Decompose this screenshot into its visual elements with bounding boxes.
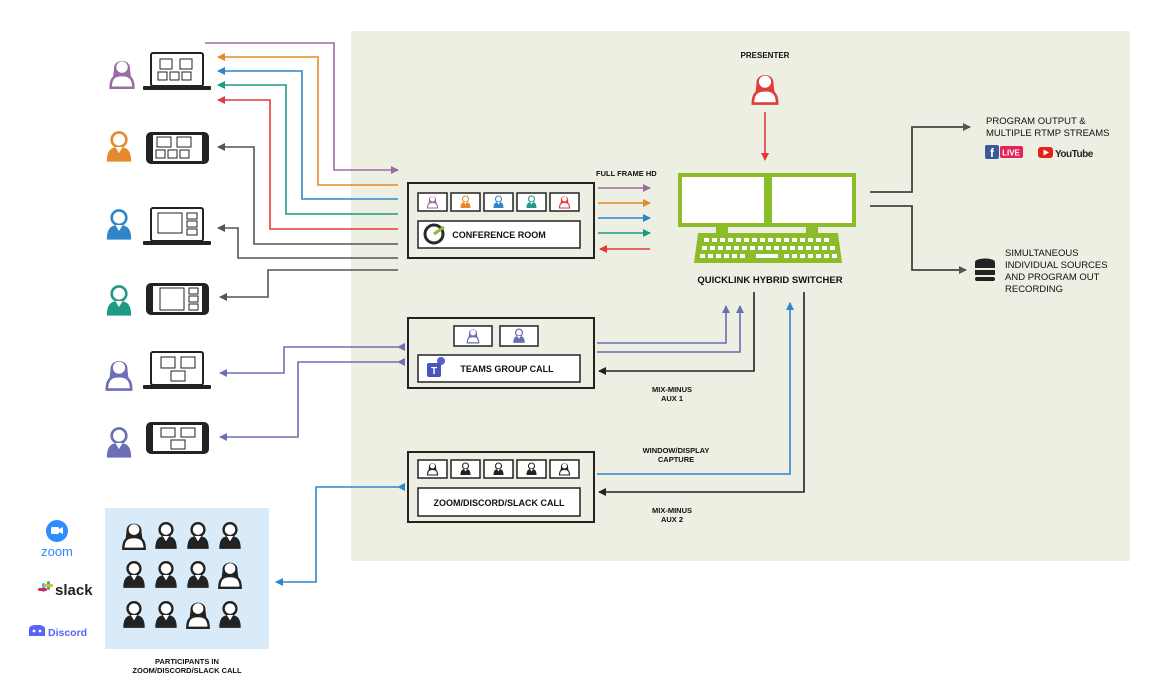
link-red (217, 96, 398, 230)
presenter-label: PRESENTER (741, 51, 790, 60)
recording-line2: INDIVIDUAL SOURCES (1005, 260, 1108, 271)
remote-participant-1 (109, 59, 135, 89)
full-frame-label: FULL FRAME HD (596, 169, 657, 178)
link-gray-3 (217, 224, 398, 259)
hybrid-switcher-icon: QUICKLINK HYBRID SWITCHER (678, 173, 856, 286)
link-participants (275, 483, 405, 586)
link-gray-2 (217, 143, 398, 245)
mix-minus-2-line2: AUX 2 (661, 515, 683, 524)
facebook-live-badge: f LIVE (985, 145, 1023, 160)
zoom-call-box: ZOOM/DISCORD/SLACK CALL (407, 451, 595, 523)
window-capture-line2: CAPTURE (658, 455, 694, 464)
link-gray-4 (219, 269, 398, 301)
recording-line1: SIMULTANEOUS (1005, 248, 1079, 259)
teams-call-label: TEAMS GROUP CALL (460, 364, 554, 374)
discord-logo: Discord (29, 625, 87, 639)
output-recording-line (870, 205, 967, 274)
laptop-device-5 (143, 351, 211, 389)
database-icon (975, 258, 995, 281)
mixminus-aux2-line (598, 292, 805, 496)
conference-room-label: CONFERENCE ROOM (452, 230, 546, 240)
zoom-call-label: ZOOM/DISCORD/SLACK CALL (434, 498, 565, 508)
link-indigo-6 (219, 358, 405, 441)
window-capture-line1: WINDOW/DISPLAY (643, 446, 710, 455)
window-capture-line (597, 302, 794, 475)
slack-label: slack (55, 582, 93, 599)
youtube-label: YouTube (1055, 149, 1094, 160)
link-orange (217, 53, 398, 186)
remote-participant-5 (105, 359, 133, 391)
mix-minus-1-line2: AUX 1 (661, 394, 683, 403)
youtube-logo: YouTube (1038, 147, 1094, 160)
recording-line4: RECORDING (1005, 284, 1063, 295)
mix-minus-1-line1: MIX-MINUS (652, 385, 692, 394)
phone-device-6 (146, 422, 209, 454)
remote-participant-6 (105, 427, 133, 459)
output-program-line (870, 123, 971, 193)
presenter: PRESENTER (741, 51, 790, 161)
remote-participant-2 (105, 131, 133, 163)
participants-line1: PARTICIPANTS IN (155, 657, 219, 666)
link-purple (205, 42, 399, 174)
recording-line3: AND PROGRAM OUT (1005, 272, 1100, 283)
phone-device-2 (146, 132, 209, 164)
laptop-device-1 (143, 52, 211, 90)
program-output-line2: MULTIPLE RTMP STREAMS (986, 128, 1110, 139)
svg-text:T: T (431, 366, 437, 377)
zoom-label: zoom (41, 544, 73, 559)
remote-participant-4 (105, 285, 133, 317)
teams-to-switcher-2 (597, 305, 744, 353)
participants-line2: ZOOM/DISCORD/SLACK CALL (132, 666, 242, 675)
conference-room-box: CONFERENCE ROOM (407, 182, 595, 259)
program-output-line1: PROGRAM OUTPUT & (986, 116, 1086, 127)
discord-label: Discord (48, 627, 87, 639)
mixminus-aux1-line (598, 292, 755, 375)
link-teal (217, 81, 398, 215)
remote-participant-3 (105, 209, 133, 241)
mix-minus-2-line1: MIX-MINUS (652, 506, 692, 515)
facebook-live-label: LIVE (1002, 149, 1020, 158)
teams-to-switcher-1 (597, 305, 730, 344)
switcher-label: QUICKLINK HYBRID SWITCHER (697, 275, 842, 286)
teams-icon: T (427, 357, 445, 377)
slack-logo: slack (38, 581, 93, 599)
teams-call-box: T TEAMS GROUP CALL (407, 317, 595, 389)
laptop-device-3 (143, 207, 211, 245)
link-blue (217, 67, 398, 200)
phone-device-4 (146, 283, 209, 315)
svg-text:f: f (990, 146, 995, 160)
zoom-logo: zoom (41, 520, 73, 559)
